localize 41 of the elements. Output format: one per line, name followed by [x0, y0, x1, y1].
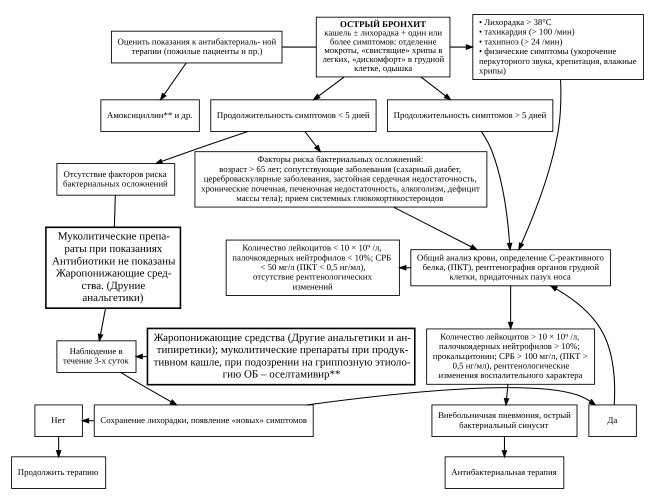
arrow — [420, 76, 452, 101]
arrow — [56, 436, 62, 458]
arrow — [312, 76, 344, 101]
node-box: Нет — [34, 404, 83, 438]
arrow — [304, 131, 322, 153]
node-box: • Лихорадка > 38°C • тахикардия (> 100 /мин) • тахипноэ (> 24 /мин) • физические симптомы (укорочение перкуторного звука, крепитация, влажные хрипы) — [472, 14, 644, 80]
arrow — [307, 387, 597, 406]
node-box: Наблюдение в течение 3-х суток — [56, 340, 136, 373]
node-box: Амоксициллин** и др. — [100, 99, 200, 132]
node-box: Продолжительность симптомов > 5 дней — [387, 99, 554, 132]
arrow — [502, 436, 508, 458]
arrow — [518, 80, 562, 251]
arrow — [160, 62, 187, 101]
connector — [282, 46, 316, 48]
node-box: Общий анализ крови, определение С-реактивного белка, (ПКТ), рентгенография органов грудной клетки, придаточных пазух носа — [410, 249, 611, 286]
node-box: Продолжить терапию — [11, 456, 106, 489]
node-box: Количество лейкоцитов > 10 × 10⁹ /л, палочкоядерных нейтрофилов > 10%; прокальцитонин; СРБ > 100 мг/л, (ПКТ > 0,5 нг/мл), рентгенологические изменения воспалительного характера — [426, 328, 596, 385]
arrow — [393, 206, 478, 250]
node-box: Да — [588, 404, 637, 438]
node-box: Отсутствие факторов риска бактериальных осложнений — [56, 163, 176, 196]
arrow — [481, 131, 512, 252]
arrow — [549, 285, 616, 405]
arrow — [98, 308, 106, 342]
arrow — [120, 372, 178, 406]
node-box: Муколитические препа- раты при показаниях Антибиотики не показаны Жаропонижающие сред- ства. (Друние анальгетики) — [45, 226, 182, 310]
node-box: Жаропонижающие средства (Другие анальгетики и ан- типиретики); муколитические препараты при продук- тивном кашле, при подозрении на гриппозную этиоло- гию ОБ – оселтамивир** — [146, 328, 416, 386]
connector — [114, 195, 116, 228]
arrow — [504, 384, 510, 406]
node-box: Факторы риска бактериальных осложнений: возраст > 65 лет; сопутствующие заболевания (сахарный диабет, цереброваскулярные заболевания, застойная сердечная недостаточность, хронические почечная, печеночная недостаточность, алкоголизм, дефицит массы тела); прием системных глюкокортикостероидов — [194, 151, 488, 208]
node-box: ОСТРЫЙ БРОНХИТ кашель ± лихорадка + один или более симптомов: отделение мокроты, «свистящие» хрипы в легких, «дискомфорт» в грудной клетке, одышка — [316, 16, 450, 78]
node-box: Внебольничная пневмония, острый бактериальный синусит — [431, 404, 578, 438]
node-box: Количество лейкоцитов < 10 × 10⁹ /л, палочкоядерных нейтрофилов < 10%; СРБ < 50 мг/л (ПКТ < 0,5 нг/мл), отсутствие рентгенологических изменений — [226, 240, 400, 296]
arrow — [398, 264, 411, 271]
arrow — [508, 286, 514, 330]
node-box: Продолжительность симптомов < 5 дней — [210, 99, 377, 132]
node-box: Оценить показания к антибактериаль- ной терапии (пожилые пациенты и пр.) — [110, 30, 282, 64]
arrow — [450, 44, 474, 50]
arrow — [80, 418, 94, 424]
node-box: Антибактериальная терапия — [444, 456, 564, 489]
arrow — [154, 130, 248, 164]
node-box: Сохранение лихорадки, появление «новых» симптомов — [94, 404, 314, 438]
